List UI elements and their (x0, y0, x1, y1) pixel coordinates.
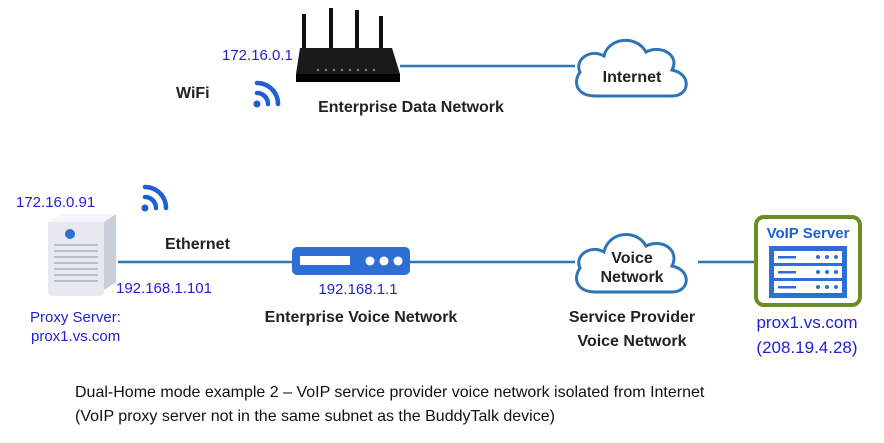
proxy-label-line2: prox1.vs.com (31, 328, 120, 345)
ethernet-label: Ethernet (165, 236, 231, 253)
provider-label-line2: Voice Network (577, 333, 686, 350)
router-icon (296, 8, 400, 82)
voip-server-ip: (208.19.4.28) (756, 338, 857, 357)
router-ip: 172.16.0.1 (222, 47, 293, 64)
voice-network-label: Enterprise Voice Network (265, 309, 458, 326)
wifi-icon (253, 80, 281, 108)
internet-label: Internet (603, 69, 662, 86)
data-network-label: Enterprise Data Network (318, 99, 504, 116)
voip-server-icon (754, 215, 862, 307)
proxy-wifi-icon (141, 184, 169, 212)
provider-label-line1: Service Provider (569, 309, 695, 326)
wifi-label: WiFi (176, 85, 210, 102)
proxy-wifi-ip: 172.16.0.91 (16, 194, 95, 211)
caption-line1: Dual-Home mode example 2 – VoIP service … (75, 384, 705, 401)
proxy-eth-ip: 192.168.1.101 (116, 280, 212, 297)
switch-ip: 192.168.1.1 (318, 281, 397, 298)
voice-network-cloud-icon (575, 233, 688, 294)
voip-server-host: prox1.vs.com (756, 313, 857, 332)
caption-line2: (VoIP proxy server not in the same subne… (75, 408, 555, 425)
proxy-server-icon (48, 214, 116, 296)
voice-cloud-line2: Network (600, 269, 663, 286)
proxy-label-line1: Proxy Server: (30, 309, 121, 326)
internet-cloud-icon (575, 38, 688, 98)
voice-cloud-line1: Voice (611, 250, 653, 267)
voice-switch-icon (292, 247, 410, 275)
voip-server-title: VoIP Server (767, 225, 850, 242)
